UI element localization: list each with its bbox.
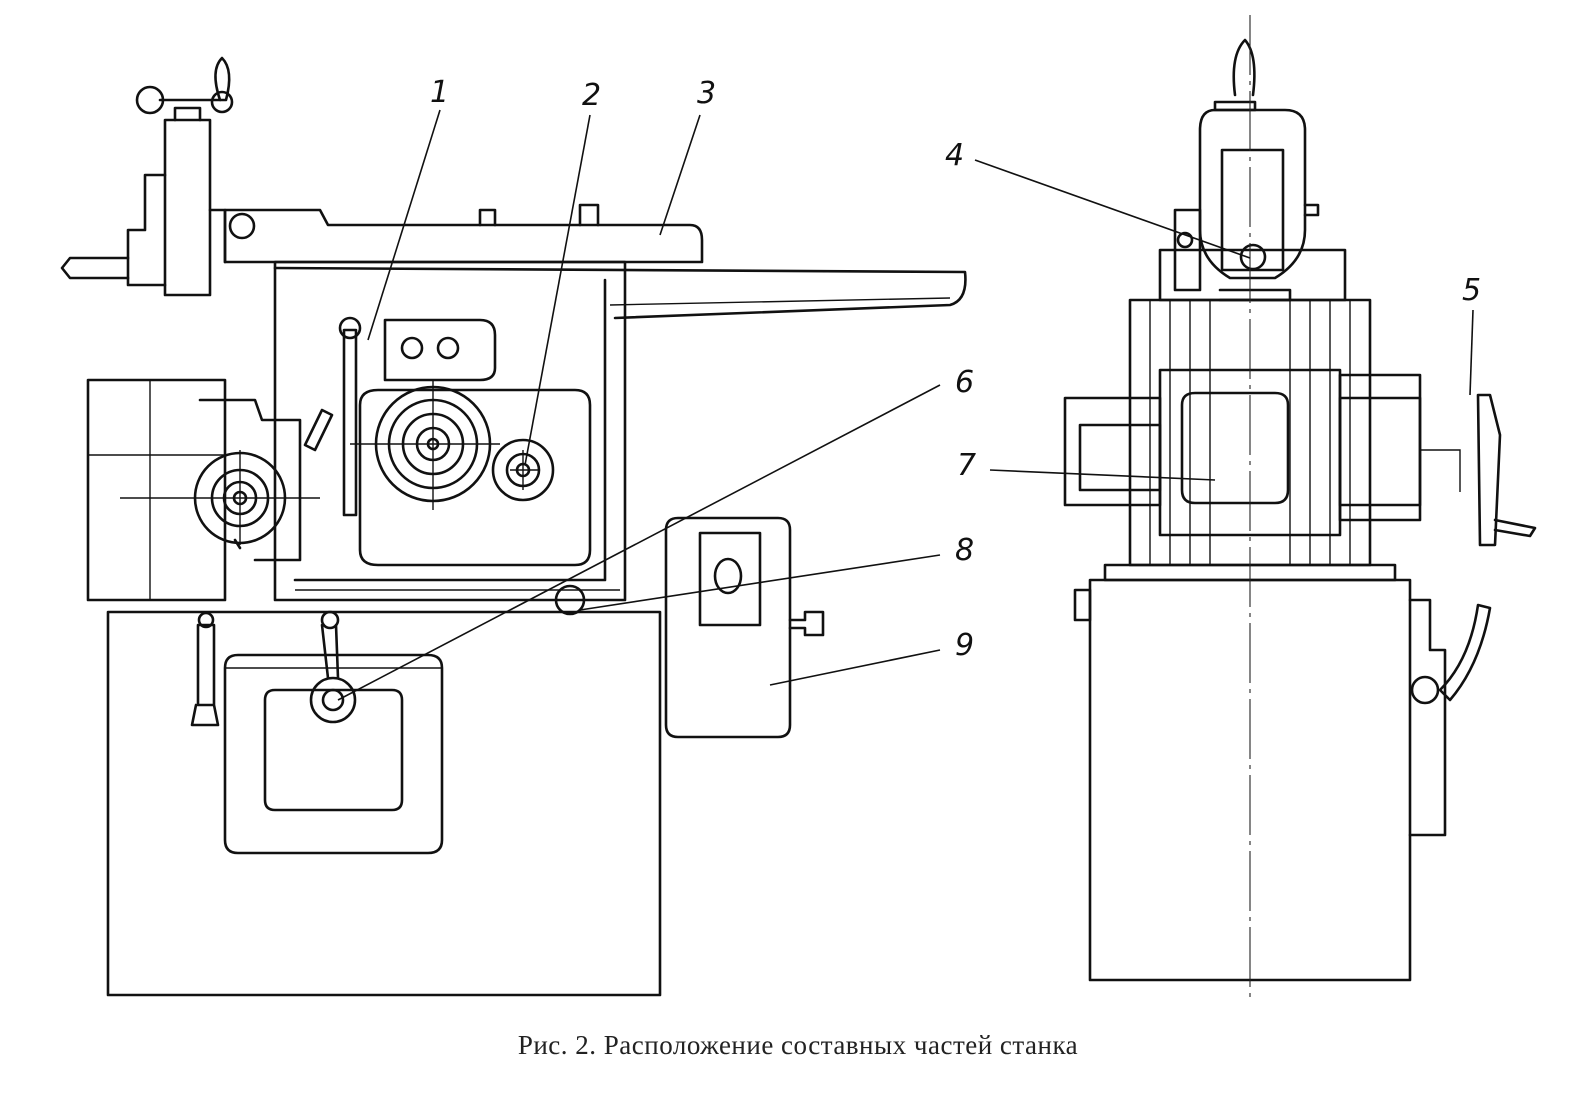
base-lever — [190, 623, 220, 727]
callout-7: 7 — [957, 448, 976, 483]
callout-2: 2 — [582, 78, 601, 113]
tool-head — [163, 118, 212, 297]
gearbox-window — [1180, 391, 1290, 505]
front-view — [1063, 15, 1537, 1000]
callout-6: 6 — [955, 365, 974, 400]
base-cabinet — [106, 610, 662, 997]
base-door-panel — [263, 688, 404, 812]
figure-caption: Рис. 2. Расположение составных частей ст… — [517, 1030, 1079, 1060]
callout-1: 1 — [430, 75, 449, 110]
upper-head — [1158, 38, 1347, 302]
callout-5: 5 — [1462, 273, 1481, 308]
callout-3: 3 — [697, 76, 716, 111]
feed-crank — [135, 56, 234, 115]
power-plug — [554, 584, 586, 616]
column-body — [273, 260, 627, 602]
callouts: 1 2 3 4 5 6 7 8 9 — [430, 75, 1481, 663]
handwheel — [1420, 393, 1537, 547]
door-lock-knob — [309, 610, 357, 724]
side-view — [60, 56, 967, 997]
gearbox-cover — [358, 388, 592, 567]
base-door — [223, 653, 444, 855]
motor-housing — [664, 516, 792, 739]
ram — [223, 208, 704, 264]
motor-block — [86, 378, 227, 602]
callout-8: 8 — [955, 533, 974, 568]
callout-9: 9 — [955, 628, 974, 663]
vertical-handle — [342, 328, 358, 517]
leaders — [337, 109, 1474, 701]
callout-4: 4 — [945, 138, 964, 173]
work-table — [273, 266, 967, 320]
